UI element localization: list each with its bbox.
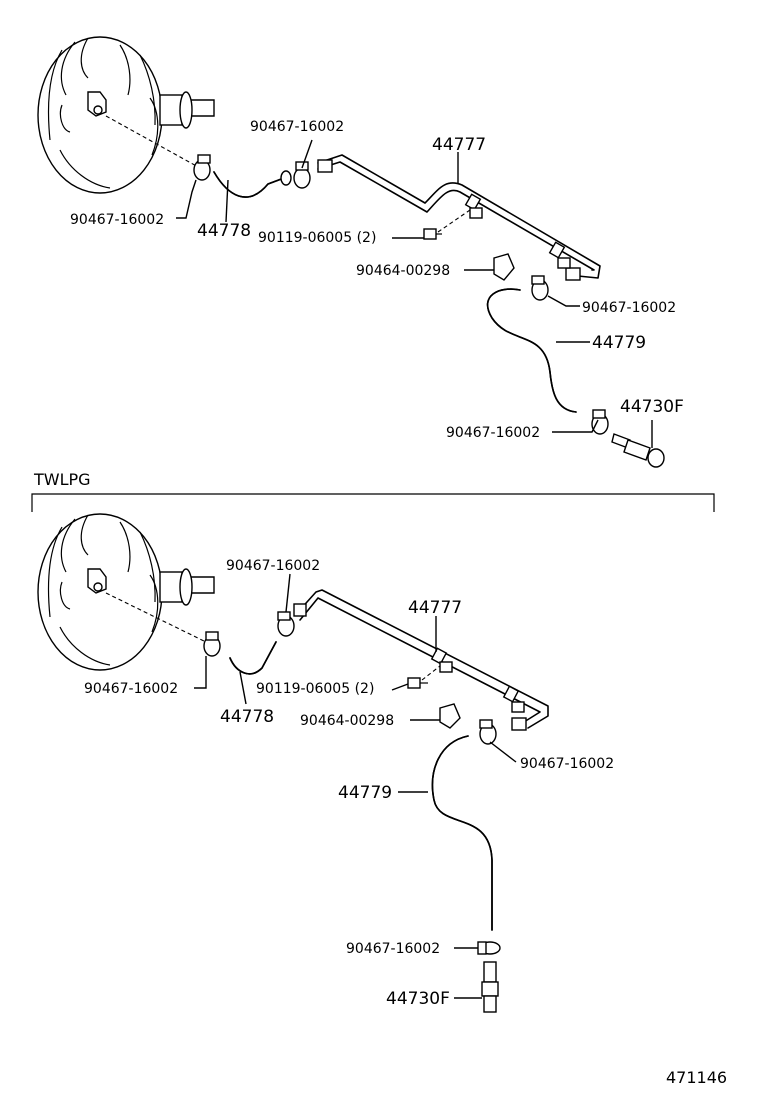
clamp-upper-bottom	[277, 611, 295, 637]
clamp-upper-top	[293, 161, 311, 189]
clamp-top-label-bottom: 90467-16002	[226, 558, 320, 574]
clip-label-bottom: 90464-00298	[300, 713, 394, 729]
top-view: 90467-16002 44777 90467-16002 44778 9011…	[37, 36, 684, 468]
bolt-bottom	[407, 677, 428, 689]
hose-long-label-top: 44779	[592, 333, 646, 353]
hose-long-label-bottom: 44779	[338, 783, 392, 803]
clamp-left-label-bottom: 90467-16002	[84, 681, 178, 697]
bolt-top	[423, 228, 442, 240]
clamp-left-bottom	[203, 631, 221, 657]
clamp-right-bottom	[479, 719, 497, 745]
pipe-label-bottom: 44777	[408, 598, 462, 618]
clamp-left-top	[193, 154, 211, 181]
bolt-label-bottom: 90119-06005 (2)	[256, 681, 374, 697]
brake-booster-top	[37, 36, 215, 194]
valve-label-bottom: 44730F	[386, 989, 450, 1009]
twlpg-section-bracket	[31, 493, 715, 512]
section-label: TWLPG	[33, 470, 91, 489]
clip-bottom	[439, 703, 461, 729]
hose-short-label-bottom: 44778	[220, 707, 274, 727]
clamp-bottom-label-bottom: 90467-16002	[346, 941, 440, 957]
clamp-right-label-top: 90467-16002	[582, 300, 676, 316]
clip-label-top: 90464-00298	[356, 263, 450, 279]
clamp-bottom-top	[591, 409, 609, 435]
pipe-end-connector-top	[317, 159, 581, 281]
clamp-bottom-label-top: 90467-16002	[446, 425, 540, 441]
pipe-end-connector-bottom	[293, 603, 527, 731]
figure-number: 471146	[666, 1068, 727, 1087]
clamp-right-label-bottom: 90467-16002	[520, 756, 614, 772]
valve-bottom	[481, 961, 499, 1013]
clamp-bottom-bottom	[477, 941, 501, 955]
hose-short-label-top: 44778	[197, 221, 251, 241]
pipe-label-top: 44777	[432, 135, 486, 155]
valve-label-top: 44730F	[620, 397, 684, 417]
bolt-label-top: 90119-06005 (2)	[258, 230, 376, 246]
bottom-view: 90467-16002 44777 90467-16002 90119-0600…	[37, 513, 614, 1013]
clamp-top-label-top: 90467-16002	[250, 119, 344, 135]
valve-top	[611, 433, 665, 468]
clamp-left-label-top: 90467-16002	[70, 212, 164, 228]
brake-booster-bottom	[37, 513, 215, 671]
clamp-right-top	[531, 275, 549, 301]
clip-top	[493, 253, 515, 281]
